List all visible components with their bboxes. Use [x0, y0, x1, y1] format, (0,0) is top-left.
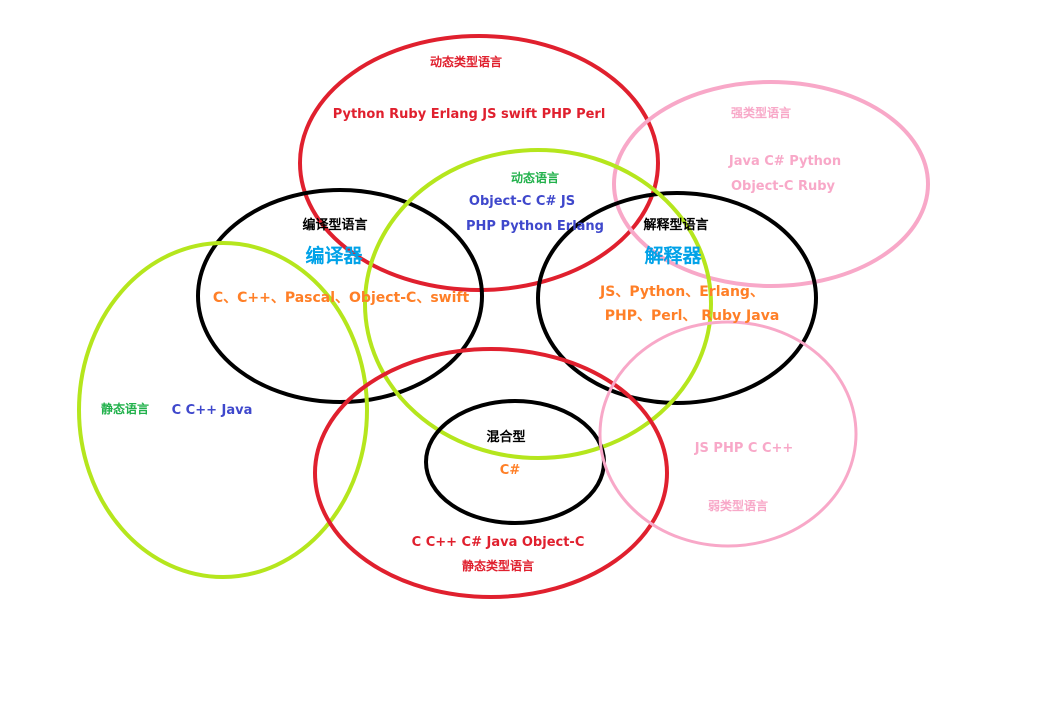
interpreted-ellipse [536, 191, 818, 405]
dynamic-typed-languages: Python Ruby Erlang JS swift PHP Perl [332, 107, 606, 122]
compiled-title: 编译型语言 [302, 218, 368, 233]
weak-typed-ellipse [598, 320, 858, 548]
static-typed-ellipse [313, 347, 669, 599]
static-typed-title: 静态类型语言 [461, 559, 535, 573]
dynamic-language-languages-line1: Object-C C# JS [468, 194, 576, 209]
hybrid-languages: C# [499, 463, 521, 478]
compiled-languages: C、C++、Pascal、Object-C、swift [212, 290, 470, 306]
dynamic-typed-ellipse [298, 34, 660, 292]
hybrid-title: 混合型 [486, 430, 526, 445]
interpreted-title: 解释型语言 [643, 218, 709, 233]
interpreted-languages-line2: PHP、Perl、 Ruby Java [604, 308, 780, 324]
static-typed-languages: C C++ C# Java Object-C [411, 535, 585, 550]
strong-typed-languages-line2: Object-C Ruby [730, 179, 836, 194]
static-language-languages: C C++ Java [171, 403, 253, 418]
strong-typed-ellipse [612, 80, 930, 288]
interpreted-languages-line1: JS、Python、Erlang、 [600, 284, 764, 300]
dynamic-language-title: 动态语言 [510, 171, 560, 185]
weak-typed-title: 弱类型语言 [707, 499, 769, 513]
static-language-ellipse [77, 241, 369, 579]
static-language-title: 静态语言 [100, 402, 150, 416]
compiled-ellipse [196, 188, 484, 404]
dynamic-language-languages-line2: PHP Python Erlang [466, 219, 604, 234]
weak-typed-languages: JS PHP C C++ [694, 441, 794, 456]
compiler-label: 编译器 [305, 245, 363, 267]
dynamic-typed-title: 动态类型语言 [429, 55, 503, 69]
dynamic-language-ellipse [363, 148, 713, 460]
interpreter-label: 解释器 [644, 245, 702, 267]
strong-typed-title: 强类型语言 [730, 106, 792, 120]
strong-typed-languages-line1: Java C# Python [728, 154, 842, 169]
hybrid-ellipse [424, 399, 606, 525]
